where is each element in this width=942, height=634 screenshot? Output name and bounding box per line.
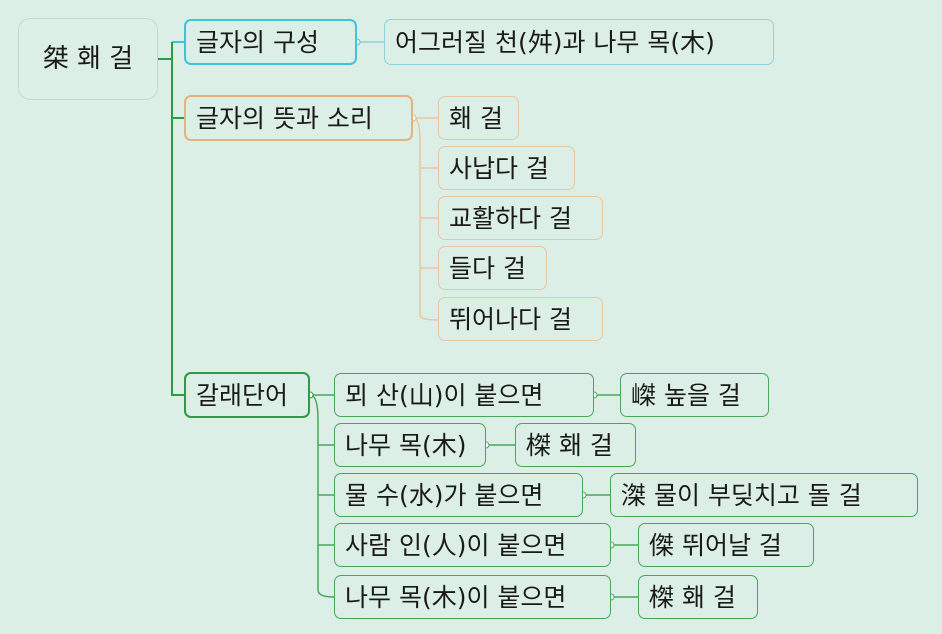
branch-meaning[interactable]: 글자의 뜻과 소리 bbox=[184, 95, 413, 141]
node-label: 뫼 산(山)이 붙으면 bbox=[345, 380, 544, 410]
branch-label: 글자의 뜻과 소리 bbox=[196, 103, 373, 133]
root-label: 桀 홰 걸 bbox=[42, 44, 134, 74]
node-label: 나무 목(木)이 붙으면 bbox=[345, 582, 567, 612]
node-label: 嵥 높을 걸 bbox=[631, 380, 741, 410]
meaning-item[interactable]: 홰 걸 bbox=[438, 96, 519, 140]
node-label: 사람 인(人)이 붙으면 bbox=[345, 530, 567, 560]
derived-word[interactable]: 傑 뛰어날 걸 bbox=[638, 523, 814, 567]
root-node[interactable]: 桀 홰 걸 bbox=[18, 18, 158, 100]
node-label: 어그러질 천(舛)과 나무 목(木) bbox=[395, 27, 715, 57]
meaning-item[interactable]: 들다 걸 bbox=[438, 246, 547, 290]
node-label: 뛰어나다 걸 bbox=[449, 304, 572, 334]
node-label: 교활하다 걸 bbox=[449, 203, 572, 233]
derived-word[interactable]: 榤 홰 걸 bbox=[638, 575, 758, 619]
derived-word[interactable]: 嵥 높을 걸 bbox=[620, 373, 769, 417]
node-label: 나무 목(木) bbox=[345, 430, 467, 460]
node-label: 榤 홰 걸 bbox=[649, 582, 736, 612]
derived-condition[interactable]: 나무 목(木)이 붙으면 bbox=[334, 575, 611, 619]
node-label: 榤 홰 걸 bbox=[526, 430, 613, 460]
node-label: 홰 걸 bbox=[449, 103, 503, 133]
meaning-item[interactable]: 뛰어나다 걸 bbox=[438, 297, 603, 341]
branch-label: 갈래단어 bbox=[196, 380, 289, 410]
derived-condition[interactable]: 물 수(水)가 붙으면 bbox=[334, 473, 583, 517]
derived-condition[interactable]: 뫼 산(山)이 붙으면 bbox=[334, 373, 594, 417]
meaning-item[interactable]: 사납다 걸 bbox=[438, 146, 575, 190]
derived-word[interactable]: 榤 홰 걸 bbox=[515, 423, 636, 467]
node-label: 사납다 걸 bbox=[449, 153, 549, 183]
branch-label: 글자의 구성 bbox=[196, 27, 319, 57]
node-label: 들다 걸 bbox=[449, 253, 526, 283]
derived-word[interactable]: 滐 물이 부딪치고 돌 걸 bbox=[610, 473, 918, 517]
branch-derived-words[interactable]: 갈래단어 bbox=[184, 372, 310, 418]
structure-detail[interactable]: 어그러질 천(舛)과 나무 목(木) bbox=[384, 19, 774, 65]
derived-condition[interactable]: 사람 인(人)이 붙으면 bbox=[334, 523, 611, 567]
derived-condition[interactable]: 나무 목(木) bbox=[334, 423, 486, 467]
node-label: 물 수(水)가 붙으면 bbox=[345, 480, 544, 510]
meaning-item[interactable]: 교활하다 걸 bbox=[438, 196, 603, 240]
node-label: 滐 물이 부딪치고 돌 걸 bbox=[621, 480, 862, 510]
node-label: 傑 뛰어날 걸 bbox=[649, 530, 782, 560]
branch-structure[interactable]: 글자의 구성 bbox=[184, 19, 357, 65]
